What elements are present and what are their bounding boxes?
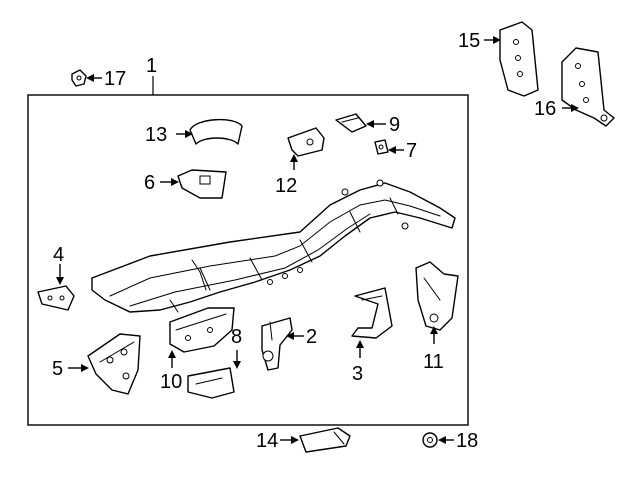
callout-2: 2: [306, 326, 317, 348]
part-14-plate: [299, 427, 351, 453]
callout-6: 6: [144, 172, 155, 194]
callout-14: 14: [256, 430, 278, 452]
part-16-bracket: [561, 47, 615, 127]
callout-5: 5: [52, 358, 63, 380]
callout-8: 8: [231, 326, 242, 348]
callout-17: 17: [104, 68, 126, 90]
callout-4: 4: [53, 244, 64, 266]
callout-1: 1: [146, 55, 157, 77]
callout-7: 7: [406, 140, 417, 162]
callout-12: 12: [275, 175, 297, 197]
callout-16: 16: [534, 98, 556, 120]
frame-rail-assembly: [91, 179, 456, 313]
part-12-bracket: [287, 127, 325, 157]
part-10-bracket: [169, 307, 235, 353]
part-7-nut: [374, 139, 389, 155]
callout-10: 10: [160, 371, 182, 393]
part-15-bracket: [499, 21, 539, 97]
callout-15: 15: [458, 30, 480, 52]
callout-11: 11: [423, 351, 444, 373]
part-11-bracket: [415, 261, 459, 331]
part-6-plate: [177, 169, 227, 199]
callout-18: 18: [456, 430, 478, 452]
part-18-nut: [422, 432, 438, 448]
part-5-bracket: [87, 333, 141, 395]
part-2-bracket: [261, 317, 293, 371]
part-13-strap: [189, 118, 243, 145]
part-17-nut: [71, 69, 87, 87]
part-4-bracket: [37, 285, 75, 311]
callout-13: 13: [145, 124, 167, 146]
part-3-bracket: [351, 287, 393, 339]
part-9-bracket: [335, 113, 367, 133]
part-8-plate: [187, 367, 235, 399]
callout-9: 9: [389, 114, 400, 136]
callout-3: 3: [352, 363, 363, 385]
frame-assembly-box: [27, 94, 469, 426]
